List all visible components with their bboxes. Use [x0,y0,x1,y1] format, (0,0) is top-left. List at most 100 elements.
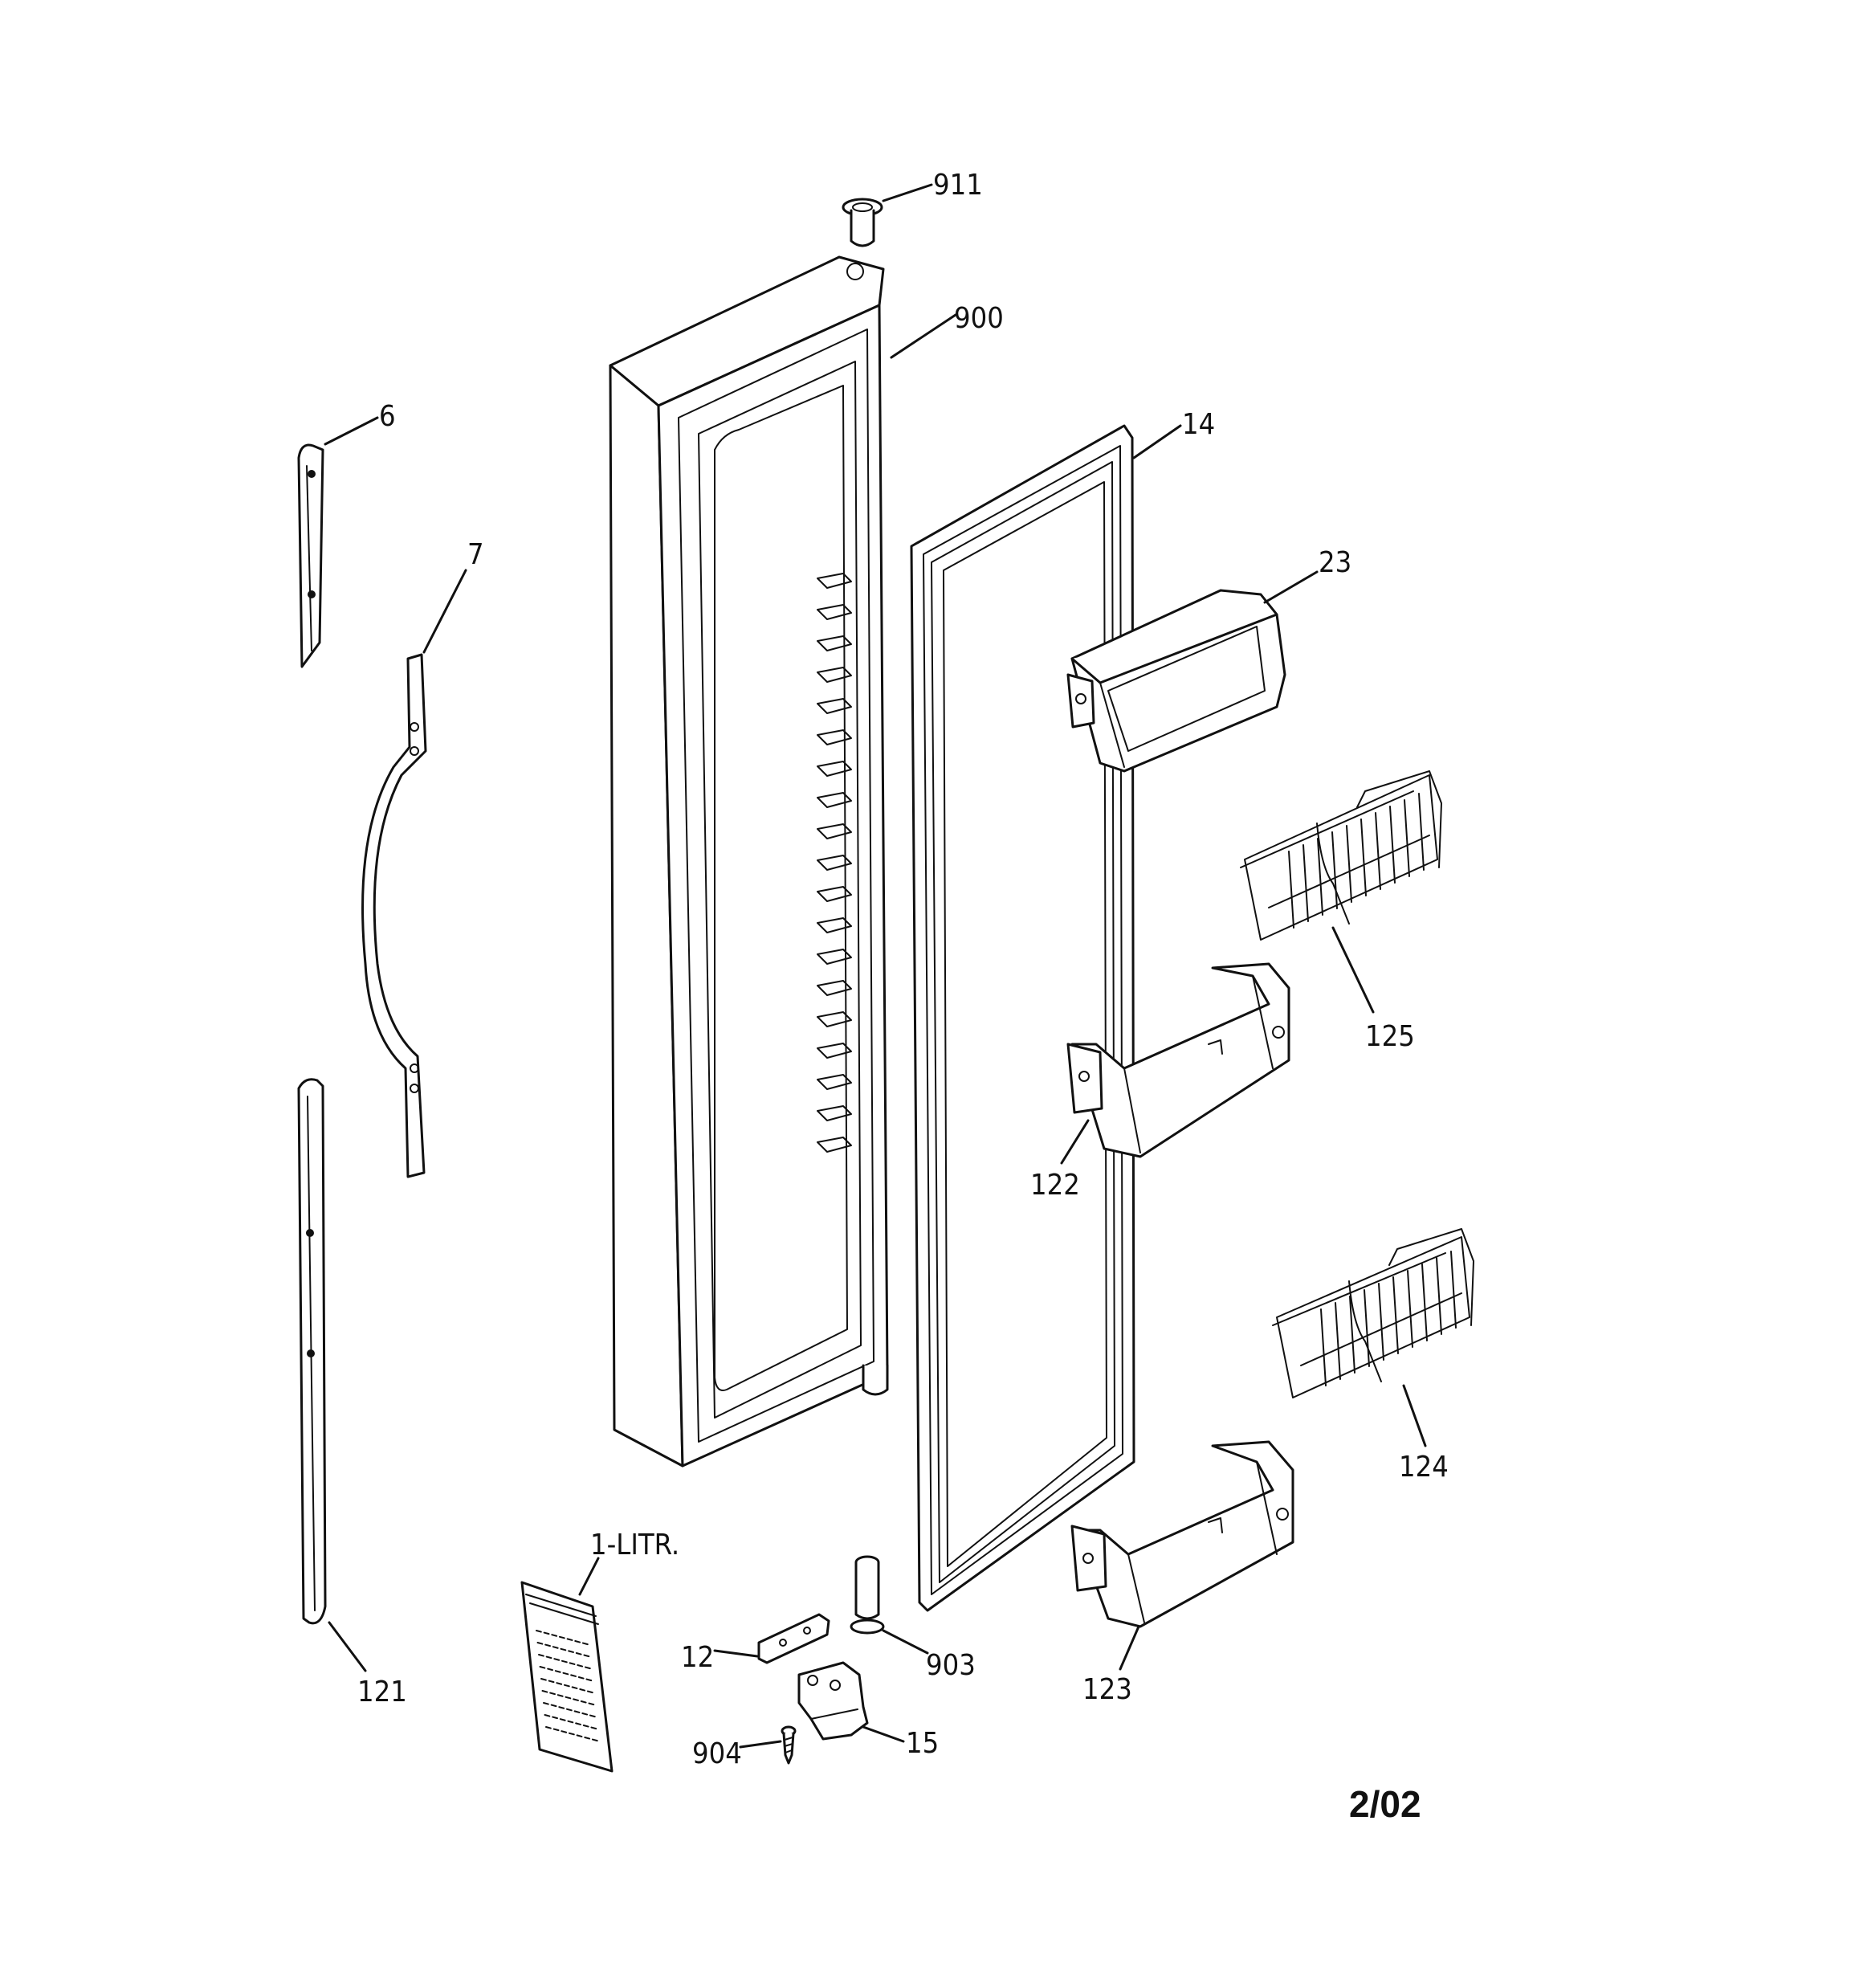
booklet-text-line [541,1690,597,1706]
basket-wire [1288,851,1294,929]
shelf-ridge [817,1137,852,1153]
basket-wire [1375,812,1381,890]
leader-6 [324,416,379,446]
shelf-ridge [817,761,852,777]
date-code: 2/02 [1349,1783,1421,1825]
leader-900 [890,313,957,359]
part-900-shelf-ridges [817,573,852,1153]
leader-125 [1331,926,1375,1014]
shelf-ridge [817,729,852,745]
callout-1litr: 1-LITR. [590,1529,679,1561]
booklet-text-line [538,1654,593,1670]
leader-122 [1060,1119,1090,1165]
callout-121: 121 [357,1676,407,1708]
part-903-hinge-pin [850,1555,885,1635]
basket-wire [1331,831,1338,909]
part-124-lower-basket [1272,1228,1474,1398]
part-125-upper-basket [1240,770,1442,941]
booklet-text-line [539,1666,595,1682]
shelf-ridge [817,1105,852,1121]
basket-wire [1421,1263,1428,1341]
part-123-lower-bin [1070,1440,1294,1628]
leader-124 [1402,1384,1427,1447]
basket-wire [1302,844,1309,922]
shelf-ridge [817,604,852,620]
callout-903: 903 [926,1649,976,1682]
callout-14: 14 [1182,408,1215,441]
callout-labels: 911 900 6 7 14 23 125 122 124 121 1-LITR… [357,169,1449,1770]
part-121-lower-trim [297,1078,327,1625]
leader-911 [882,183,933,202]
callout-12: 12 [681,1641,714,1674]
shelf-ridge [817,980,852,996]
basket-wire [1436,1257,1442,1335]
basket-wire [1450,1251,1457,1329]
shelf-ridge [817,855,852,871]
callout-911: 911 [933,169,983,202]
leader-121 [328,1621,367,1672]
shelf-ridge [817,698,852,714]
part-1-litr-booklet [520,1581,614,1773]
basket-wire [1418,793,1425,871]
part-12-bracket [757,1613,830,1664]
callout-122: 122 [1030,1169,1080,1202]
shelf-ridge [817,949,852,965]
basket-wire [1335,1302,1341,1380]
booklet-text-line [544,1714,600,1730]
part-900-door [609,255,889,1468]
basket-wire [1364,1289,1370,1367]
shelf-ridge [817,792,852,808]
leader-903 [882,1629,929,1655]
booklet-text-line [545,1726,601,1742]
shelf-ridge [817,667,852,683]
part-15-lower-hinge [797,1661,869,1741]
shelf-ridge [817,917,852,933]
basket-wire [1320,1308,1327,1386]
part-23-upper-bin [1066,589,1286,773]
shelf-ridge [817,1074,852,1090]
part-911-bushing [842,198,883,247]
callout-6: 6 [379,400,396,433]
leader-12 [713,1649,759,1658]
shelf-ridge [817,1011,852,1027]
part-7-handle [361,653,427,1178]
basket-wire [1392,1276,1399,1354]
booklet-text-line [536,1642,593,1658]
basket-wire [1349,1296,1355,1374]
callout-125: 125 [1365,1020,1415,1053]
callout-123: 123 [1082,1673,1132,1706]
leader-23 [1263,570,1319,604]
callout-7: 7 [467,538,484,571]
basket-wire [1378,1283,1384,1361]
shelf-ridge [817,635,852,651]
booklet-text-line [536,1630,591,1646]
basket-wire [1317,838,1323,916]
leader-14 [1132,424,1182,459]
part-6-upper-trim [297,443,324,668]
basket-wire [1346,825,1352,903]
part-14-gasket [910,424,1135,1612]
leader-15 [862,1725,905,1743]
basket-wire [1360,818,1367,896]
shelf-ridge [817,1043,852,1059]
shelf-ridge [817,573,852,589]
callout-124: 124 [1399,1451,1449,1484]
leader-1litr [578,1557,600,1596]
shelf-ridge [817,886,852,902]
basket-wire [1407,1270,1413,1348]
leader-lines [324,183,1427,1749]
callout-15: 15 [906,1727,939,1760]
callout-900: 900 [954,302,1004,335]
shelf-ridge [817,823,852,839]
callout-904: 904 [692,1737,742,1770]
basket-wire [1404,799,1410,877]
basket-wire [1389,806,1396,884]
part-122-middle-bin [1066,962,1290,1158]
leader-123 [1119,1625,1140,1671]
booklet-text-line [543,1702,598,1718]
part-904-screw [781,1725,797,1765]
callout-23: 23 [1319,546,1351,579]
booklet-text-line [540,1678,596,1694]
leader-7 [422,569,467,654]
